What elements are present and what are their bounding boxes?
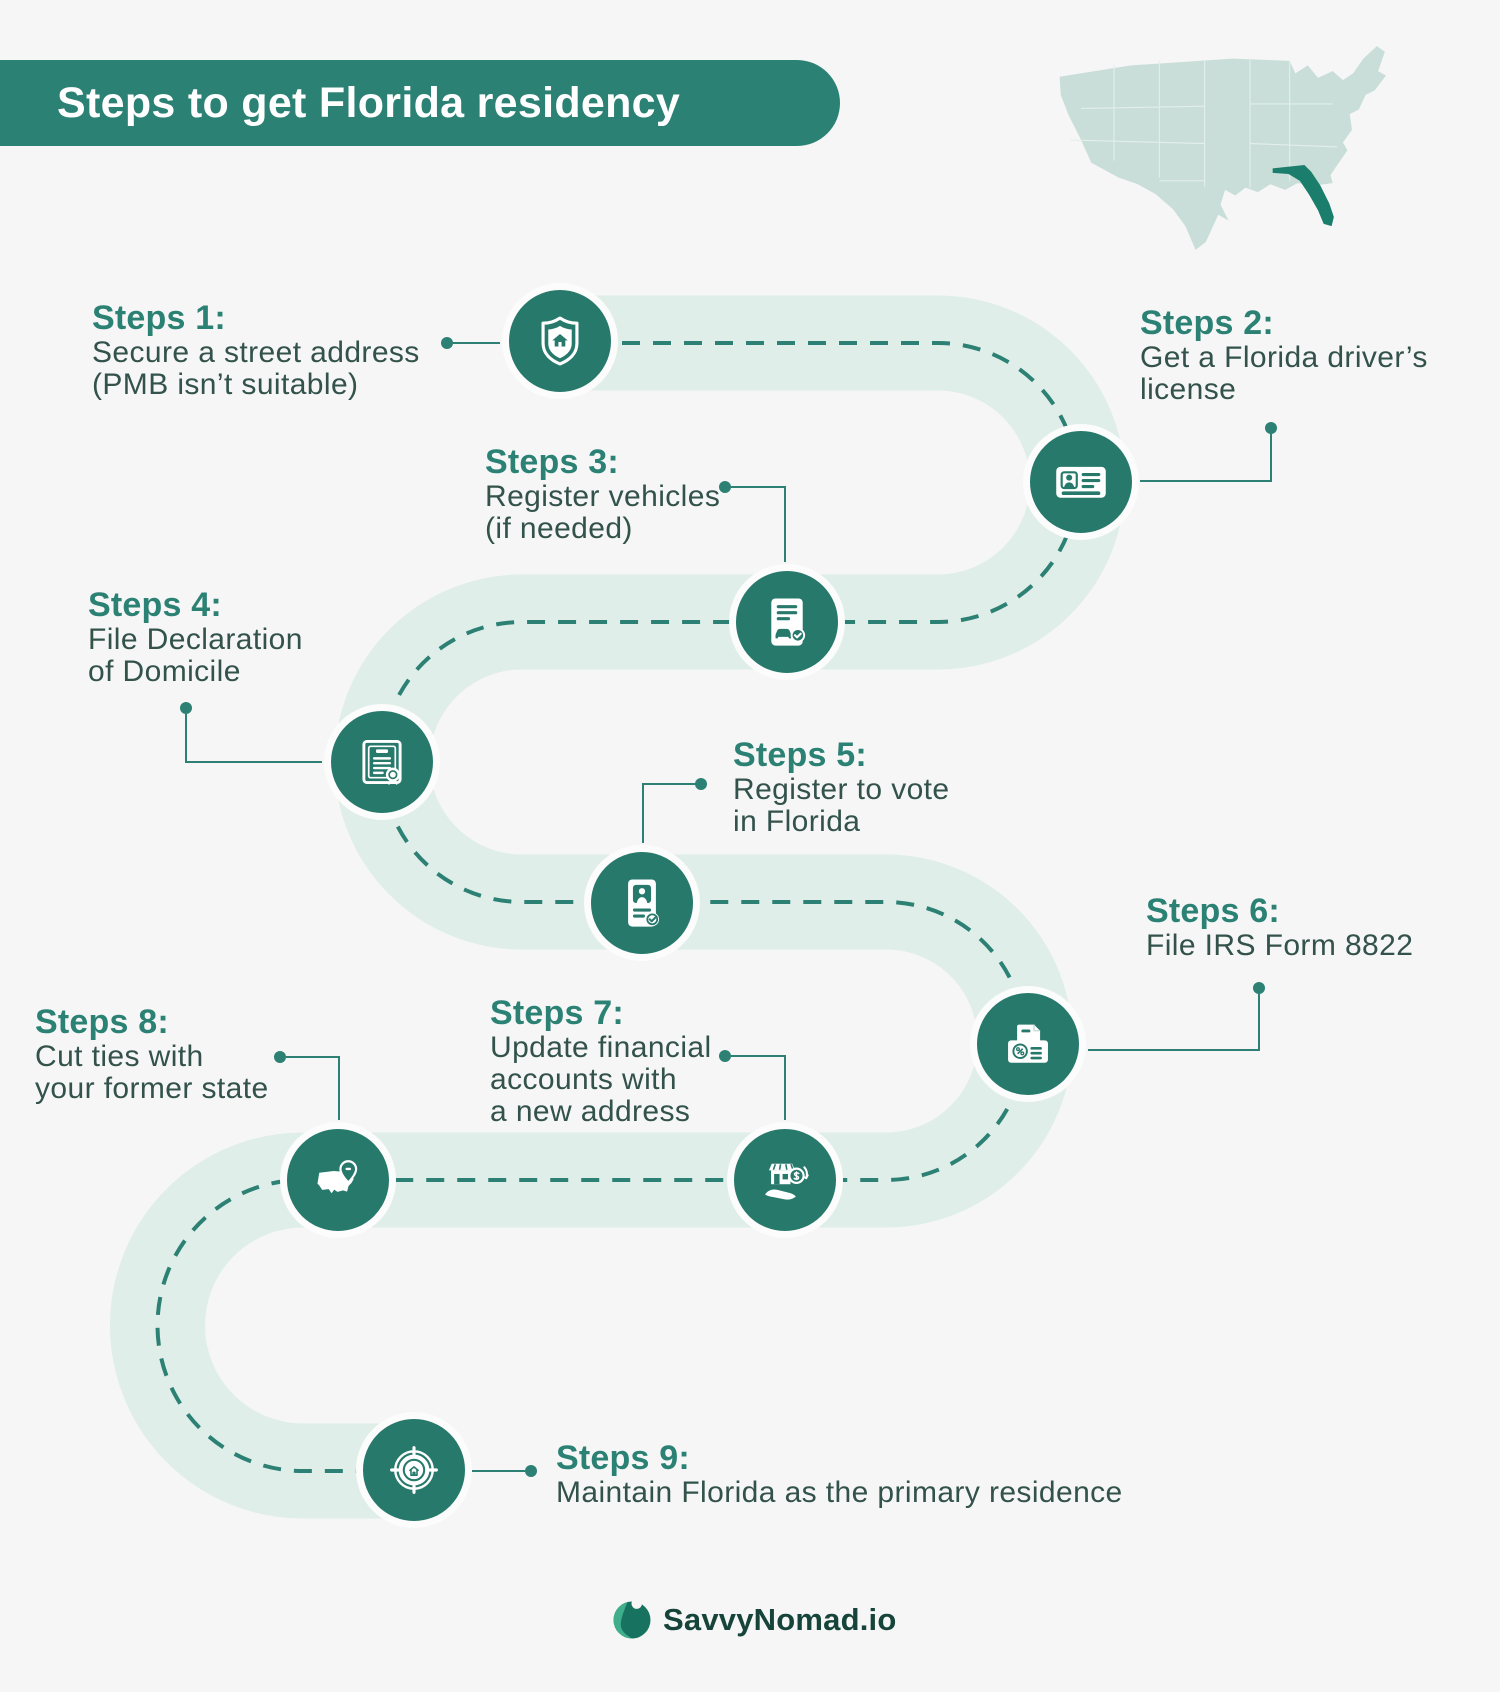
step-heading: Steps 1: [92,299,226,337]
step-heading: Steps 6: [1146,892,1280,930]
step-5-node [584,845,700,961]
drivers-license-icon [1056,466,1106,498]
step-heading: Steps 3: [485,443,619,481]
tax-folder-icon [1008,1024,1048,1063]
shield-home-icon [541,316,579,366]
vehicle-registration-icon [771,598,806,646]
step-line: a new address [490,1095,691,1128]
step-heading: Steps 4: [88,586,222,624]
step-4-node [324,704,440,820]
certificate-icon [362,740,402,786]
step-6-text: Steps 6: File IRS Form 8822 [1146,892,1413,962]
step-line: File IRS Form 8822 [1146,929,1414,962]
step-line: in Florida [733,805,861,838]
step-line: accounts with [490,1063,677,1096]
step-line: File Declaration [88,623,303,656]
step-2-text: Steps 2: Get a Florida driver’s license [1140,304,1428,406]
step-8-text: Steps 8: Cut ties with your former state [35,1003,269,1105]
step-3-text: Steps 3: Register vehicles (if needed) [485,443,720,545]
hand-store-icon [765,1163,809,1200]
savvynomad-logo-icon [613,1601,651,1639]
voter-card-icon [628,879,660,927]
step-8-node [280,1122,396,1238]
flow-dashed-line [155,341,1080,1473]
step-line: Cut ties with [35,1040,204,1073]
step-line: Register to vote [733,773,950,806]
step-heading: Steps 9: [556,1439,690,1477]
step-line: Update financial [490,1031,712,1064]
step-6-node [970,986,1086,1102]
step-9-text: Steps 9: Maintain Florida as the primary… [556,1439,1123,1509]
home-target-icon [390,1446,438,1494]
title-banner: Steps to get Florida residency [0,60,840,146]
brand-text: SavvyNomad.io [663,1602,897,1637]
step-line: Get a Florida driver’s [1140,341,1428,374]
page-title: Steps to get Florida residency [57,78,681,127]
step-heading: Steps 7: [490,994,624,1032]
step-heading: Steps 5: [733,736,867,774]
us-map [1059,46,1386,250]
step-5-text: Steps 5: Register to vote in Florida [733,736,950,838]
step-line: Secure a street address [92,336,420,369]
florida-highlight [1272,165,1334,227]
step-line: of Domicile [88,655,241,688]
step-7-node [727,1122,843,1238]
step-4-text: Steps 4: File Declaration of Domicile [88,586,303,688]
step-line: your former state [35,1072,269,1105]
step-line: license [1140,373,1237,406]
footer: SavvyNomad.io [613,1600,896,1640]
step-line: (PMB isn’t suitable) [92,368,359,401]
map-pin-icon [317,1160,358,1194]
step-9-node [356,1412,472,1528]
step-2-node [1023,424,1139,540]
step-line: (if needed) [485,512,633,545]
connector-dots [180,337,1277,1477]
us-map-mainland [1059,46,1386,250]
step-line: Register vehicles [485,480,721,513]
step-line: Maintain Florida as the primary residenc… [556,1476,1123,1509]
step-3-node [729,564,845,680]
step-1-node [502,283,618,399]
step-7-text: Steps 7: Update financial accounts with … [490,994,712,1128]
state-borders [1070,59,1338,188]
step-heading: Steps 8: [35,1003,169,1041]
step-connectors [185,342,1272,1472]
step-1-text: Steps 1: Secure a street address (PMB is… [92,299,420,401]
step-heading: Steps 2: [1140,304,1274,342]
